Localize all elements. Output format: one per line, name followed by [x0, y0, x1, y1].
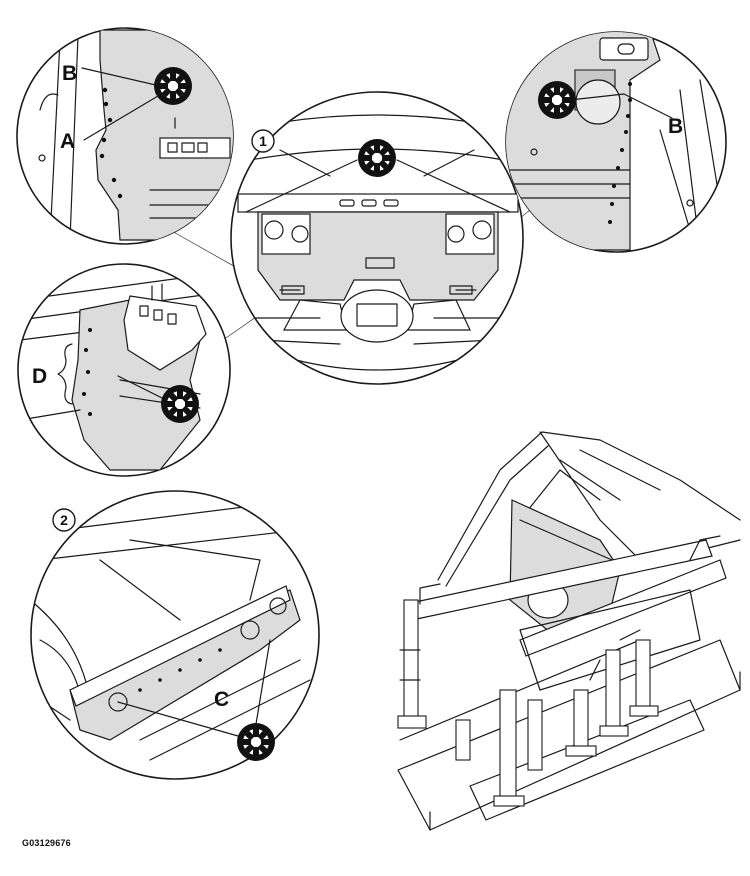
detail-circle-d: D	[17, 263, 231, 477]
vehicle-body-on-repair-jig	[397, 431, 741, 831]
callout-a: A	[60, 130, 75, 153]
step-number-1: 1	[259, 133, 267, 149]
spot-weld-cutter-icon	[358, 139, 396, 177]
spot-weld-cutter-icon	[237, 723, 275, 761]
figure-reference-code: G03129676	[22, 838, 71, 848]
detail-circle-b: B	[505, 31, 727, 253]
step-number-2: 2	[60, 512, 68, 528]
detail-circle-a-b: B A	[16, 27, 234, 245]
detail-circle-step-2: 2 C	[30, 490, 320, 780]
spot-weld-cutter-icon	[538, 81, 576, 119]
callout-c: C	[214, 688, 229, 711]
callout-b-left: B	[62, 62, 77, 85]
callout-d: D	[32, 365, 47, 388]
detail-circle-step-1: 1	[230, 91, 524, 385]
callout-b-right: B	[668, 115, 683, 138]
spot-weld-cutter-icon	[154, 67, 192, 105]
spot-weld-cutter-icon	[161, 385, 199, 423]
